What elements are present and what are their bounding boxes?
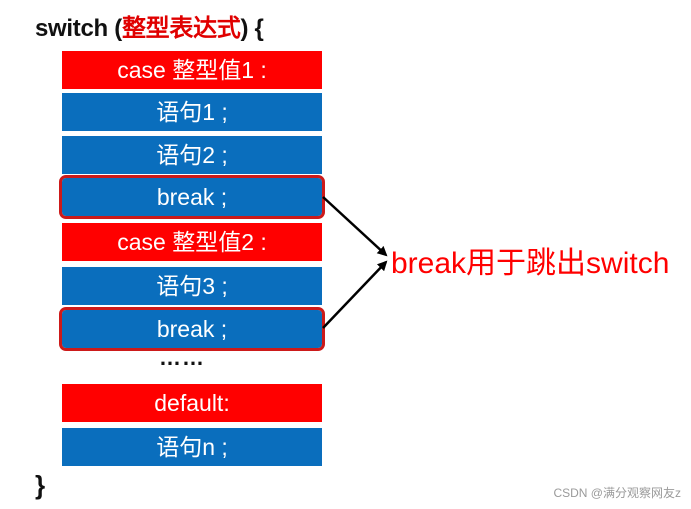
default-block: default: (62, 384, 322, 422)
break-2-block: break ; (59, 307, 325, 351)
break-1-block: break ; (59, 175, 325, 219)
watermark: CSDN @满分观察网友z (553, 486, 681, 500)
statement-n-block: 语句n ; (62, 428, 322, 466)
case-2-block: case 整型值2 : (62, 223, 322, 261)
switch-keyword: switch (35, 15, 108, 42)
switch-expression: 整型表达式 (121, 15, 241, 42)
ellipsis: …… (159, 345, 205, 370)
closing-brace: } (35, 470, 46, 500)
statement-3-block: 语句3 ; (62, 267, 322, 305)
case-1-block: case 整型值1 : (62, 51, 322, 89)
arrow-break-2 (322, 260, 388, 329)
break-annotation: break用于跳出switch (391, 247, 670, 280)
arrow-break-1 (322, 196, 388, 257)
open-paren: ( (114, 15, 122, 42)
statement-1-block: 语句1 ; (62, 93, 322, 131)
statement-2-block: 语句2 ; (62, 136, 322, 174)
switch-header: switch (整型表达式) { (35, 8, 264, 43)
header-close: ) { (240, 15, 264, 42)
